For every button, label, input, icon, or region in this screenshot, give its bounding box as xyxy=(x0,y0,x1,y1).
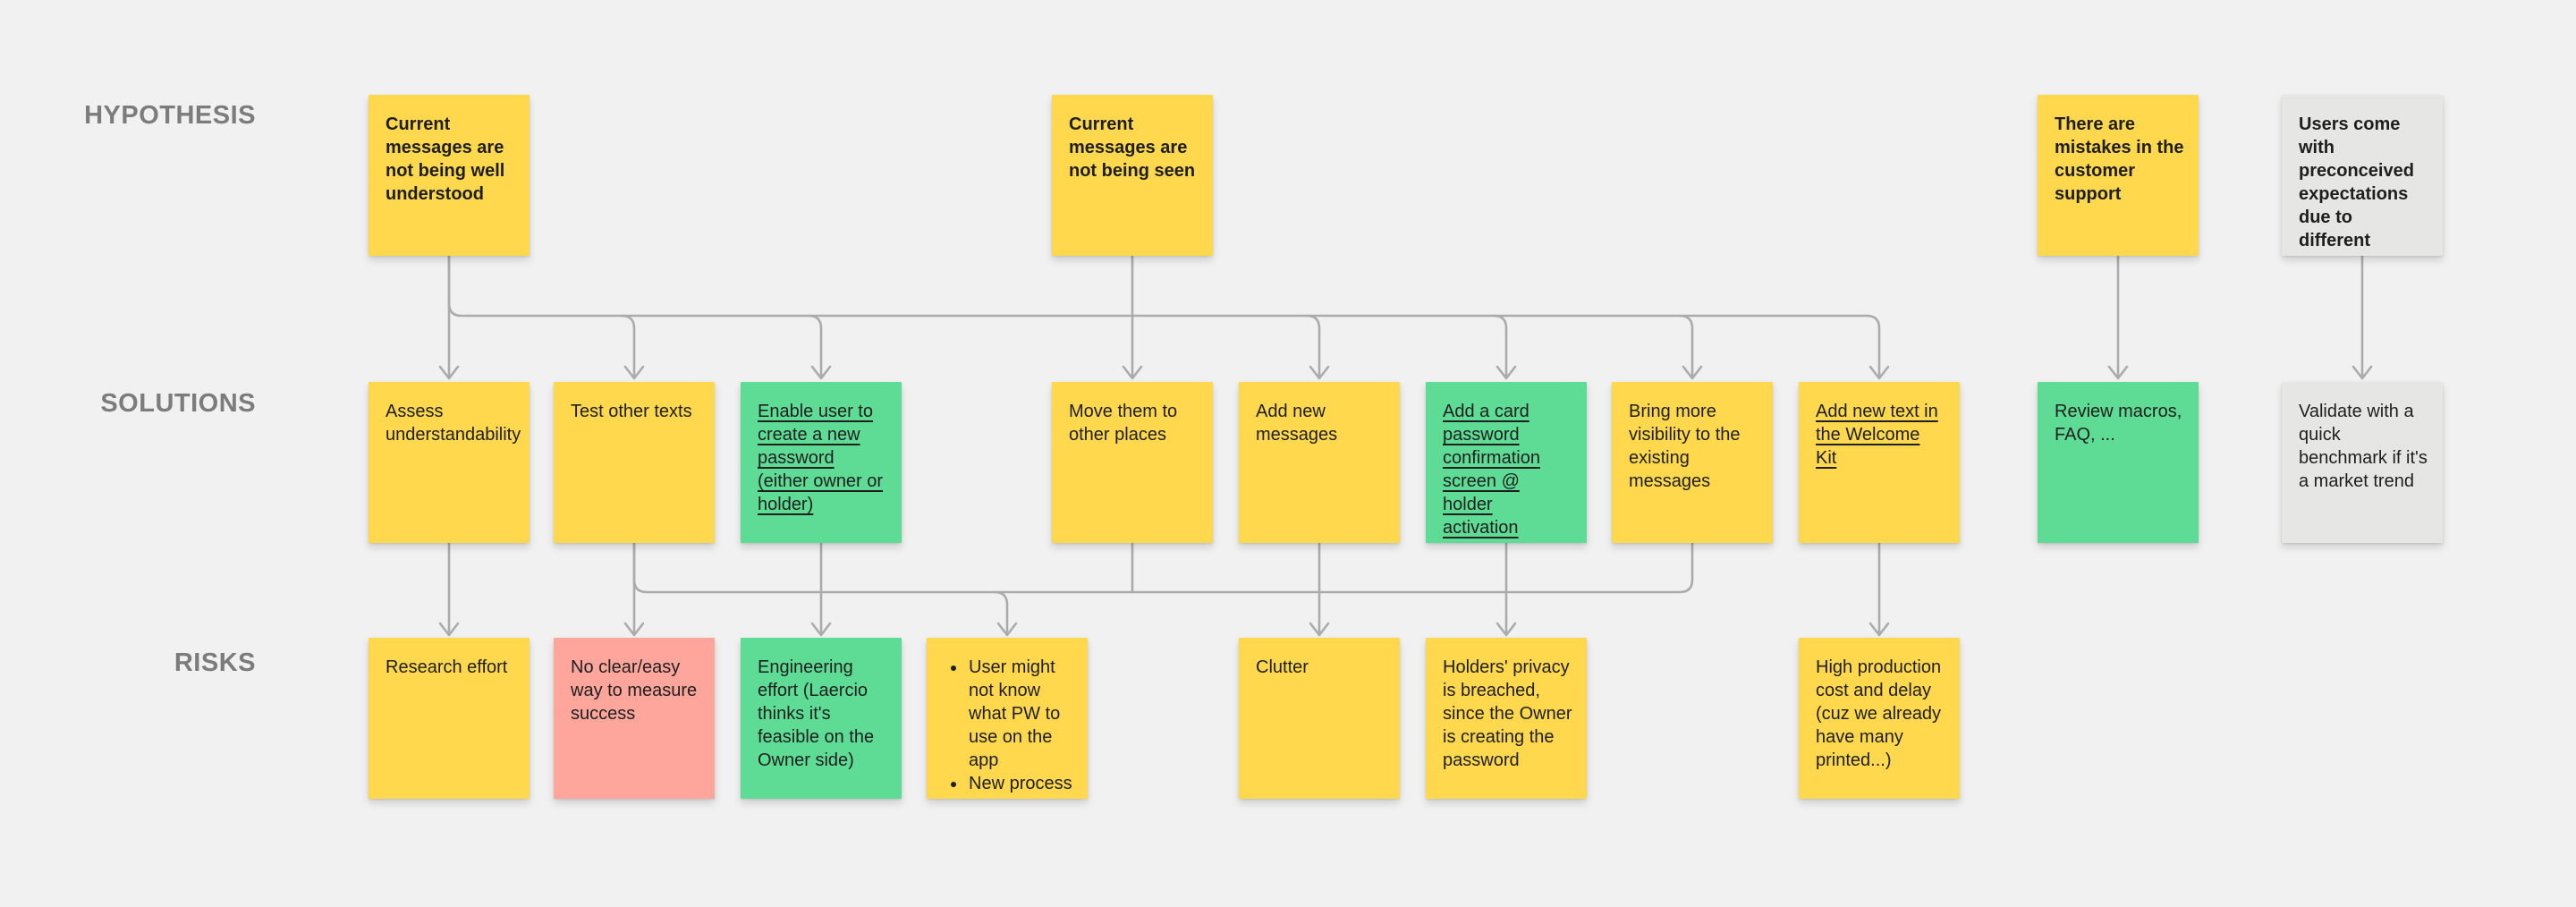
bullet-item: New process for ops xyxy=(967,772,1073,799)
row-label-hypothesis[interactable]: HYPOTHESIS xyxy=(84,101,256,130)
sticky-note-text: Clutter xyxy=(1256,657,1309,677)
sticky-note-text: Add new messages xyxy=(1256,402,1338,445)
row-label-solutions[interactable]: SOLUTIONS xyxy=(100,389,256,418)
sticky-note-text: Move them to other places xyxy=(1069,402,1178,445)
sticky-note-hypothesis-4[interactable]: Users come with preconceived expectation… xyxy=(2282,95,2443,256)
sticky-note-solution-2[interactable]: Test other texts xyxy=(554,382,715,543)
sticky-note-solution-6[interactable]: Add a card password confirmation screen … xyxy=(1426,382,1587,543)
sticky-note-solution-4[interactable]: Move them to other places xyxy=(1052,382,1213,543)
sticky-note-hypothesis-2[interactable]: Current messages are not being seen xyxy=(1052,95,1213,256)
sticky-note-risk-4[interactable]: User might not know what PW to use on th… xyxy=(927,638,1088,799)
sticky-note-text: Current messages are not being well unde… xyxy=(386,114,505,204)
sticky-note-text: Assess understandability xyxy=(386,402,521,445)
sticky-note-text: Current messages are not being seen xyxy=(1069,114,1196,181)
sticky-note-solution-5[interactable]: Add new messages xyxy=(1239,382,1400,543)
sticky-note-risk-2[interactable]: No clear/easy way to measure success xyxy=(554,638,715,799)
sticky-note-risk-7[interactable]: High production cost and delay (cuz we a… xyxy=(1799,638,1960,799)
sticky-note-link-text: Enable user to create a new password (ei… xyxy=(758,402,884,514)
sticky-note-text: Engineering effort (Laercio thinks it's … xyxy=(758,657,875,770)
sticky-note-solution-7[interactable]: Bring more visibility to the existing me… xyxy=(1612,382,1773,543)
sticky-note-risk-6[interactable]: Holders' privacy is breached, since the … xyxy=(1426,638,1587,799)
sticky-note-text: Bring more visibility to the existing me… xyxy=(1629,402,1741,491)
sticky-note-hypothesis-3[interactable]: There are mistakes in the customer suppo… xyxy=(2038,95,2199,256)
bullet-item: User might not know what PW to use on th… xyxy=(967,656,1073,772)
sticky-note-solution-3[interactable]: Enable user to create a new password (ei… xyxy=(741,382,902,543)
sticky-note-risk-3[interactable]: Engineering effort (Laercio thinks it's … xyxy=(741,638,902,799)
sticky-note-link-text: Add new text in the Welcome Kit xyxy=(1816,402,1938,468)
sticky-note-solution-9[interactable]: Review macros, FAQ, ... xyxy=(2038,382,2199,543)
sticky-note-bullet-list: User might not know what PW to use on th… xyxy=(944,656,1073,799)
sticky-note-text: Holders' privacy is breached, since the … xyxy=(1443,657,1572,770)
sticky-note-solution-10[interactable]: Validate with a quick benchmark if it's … xyxy=(2282,382,2443,543)
sticky-note-text: Test other texts xyxy=(571,402,692,421)
sticky-note-text: Review macros, FAQ, ... xyxy=(2055,402,2182,445)
sticky-note-text: Users come with preconceived expectation… xyxy=(2299,114,2414,256)
row-label-risks[interactable]: RISKS xyxy=(174,648,256,677)
sticky-note-text: Validate with a quick benchmark if it's … xyxy=(2299,402,2428,491)
sticky-note-text: No clear/easy way to measure success xyxy=(571,657,698,724)
sticky-note-text: High production cost and delay (cuz we a… xyxy=(1816,657,1942,770)
sticky-note-risk-5[interactable]: Clutter xyxy=(1239,638,1400,799)
sticky-note-solution-1[interactable]: Assess understandability xyxy=(369,382,530,543)
sticky-note-risk-1[interactable]: Research effort xyxy=(369,638,530,799)
sticky-note-text: Research effort xyxy=(386,657,508,677)
sticky-note-text: There are mistakes in the customer suppo… xyxy=(2055,114,2184,204)
sticky-note-link-text: Add a card password confirmation screen … xyxy=(1443,402,1540,538)
sticky-note-hypothesis-1[interactable]: Current messages are not being well unde… xyxy=(369,95,530,256)
sticky-note-solution-8[interactable]: Add new text in the Welcome Kit xyxy=(1799,382,1960,543)
